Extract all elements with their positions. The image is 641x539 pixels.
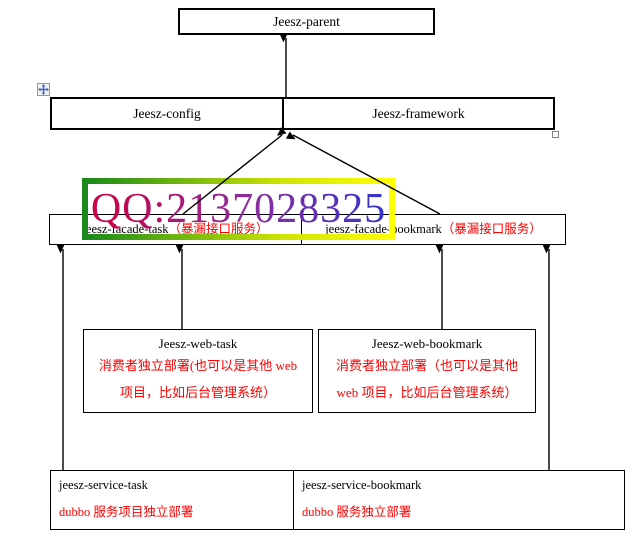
web-bookmark-title: Jeesz-web-bookmark	[371, 336, 483, 351]
service-task-label: jeesz-service-task	[59, 478, 148, 492]
web-bookmark-desc-line2: web 项目，比如后台管理系统）	[336, 385, 518, 400]
service-row-box: jeesz-service-task dubbo 服务项目独立部署 jeesz-…	[50, 470, 625, 530]
four-way-move-arrow-icon	[38, 84, 49, 95]
web-bookmark-desc-line1: 消费者独立部署（也可以是其他	[335, 358, 518, 373]
web-task-box: Jeesz-web-task 消费者独立部署(也可以是其他 web 项目，比如后…	[83, 329, 313, 413]
service-task-cell: jeesz-service-task dubbo 服务项目独立部署	[51, 471, 294, 529]
service-bookmark-cell: jeesz-service-bookmark dubbo 服务独立部署	[294, 471, 624, 529]
config-module-label: Jeesz-config	[133, 106, 201, 121]
table-move-handle[interactable]	[37, 83, 50, 96]
web-bookmark-box: Jeesz-web-bookmark 消费者独立部署（也可以是其他 web 项目…	[318, 329, 536, 413]
service-task-desc: dubbo 服务项目独立部署	[59, 505, 194, 519]
parent-module-box: Jeesz-parent	[178, 8, 435, 35]
service-bookmark-label: jeesz-service-bookmark	[302, 478, 422, 492]
parent-module-label: Jeesz-parent	[273, 14, 340, 29]
web-task-title: Jeesz-web-task	[158, 336, 238, 351]
config-module-cell: Jeesz-config	[52, 99, 284, 128]
config-framework-box: Jeesz-config Jeesz-framework	[50, 97, 555, 130]
framework-module-label: Jeesz-framework	[372, 106, 465, 121]
web-task-desc-line2: 项目，比如后台管理系统）	[119, 385, 276, 400]
facade-bookmark-note: （暴漏接口服务）	[441, 222, 542, 236]
framework-module-cell: Jeesz-framework	[284, 99, 553, 128]
qq-watermark: QQ:2137028325	[82, 178, 395, 240]
service-bookmark-desc: dubbo 服务独立部署	[302, 505, 412, 519]
qq-watermark-text: QQ:2137028325	[90, 186, 387, 232]
table-resize-square[interactable]	[552, 131, 559, 138]
web-task-desc-line1: 消费者独立部署(也可以是其他 web	[98, 358, 298, 373]
